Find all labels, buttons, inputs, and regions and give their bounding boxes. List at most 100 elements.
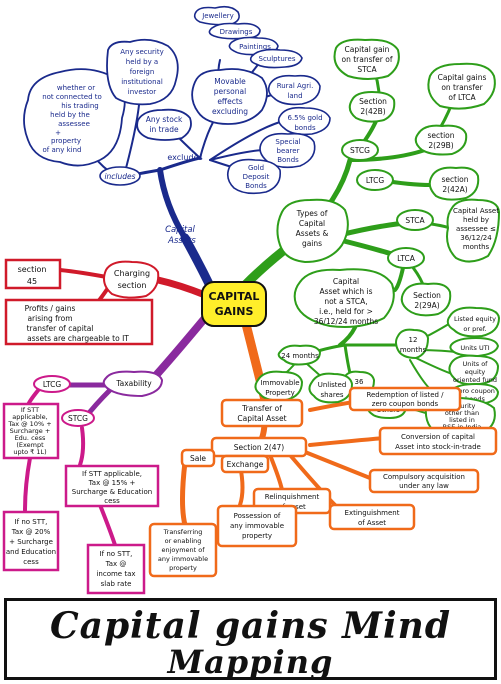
movable-line-4: excluding bbox=[212, 107, 248, 116]
stcg-label: STCG bbox=[350, 146, 370, 155]
profits-node: Profits / gains arising from transfer of… bbox=[4, 298, 154, 346]
purple-ltcg-label: LTCG bbox=[43, 380, 62, 389]
green-branch: Types of Capital Assets & gains Capital … bbox=[254, 38, 501, 437]
held-node: Capital Asset held by assessee ≤ 36/12/2… bbox=[446, 198, 501, 263]
capital-assets-node: Capital Assets bbox=[165, 225, 196, 246]
gain-ltca-node: Capital gains on transfer of LTCA bbox=[427, 62, 496, 110]
m12-node: 12 months bbox=[395, 328, 430, 360]
stcg-nostt-node: If no STT, Tax @ income tax slab rate bbox=[86, 543, 146, 595]
gain-ltca-line-3: of LTCA bbox=[448, 93, 476, 102]
capital-assets-line-2: Assets bbox=[167, 236, 196, 246]
section247-node: Section 2(47) bbox=[210, 436, 308, 458]
exchange-label: Exchange bbox=[227, 460, 264, 469]
sculptures-node: Sculptures bbox=[249, 48, 303, 69]
ltcg-stt-line-5: Edu. cess bbox=[15, 434, 46, 442]
held-line-2: held by bbox=[463, 216, 489, 224]
ltcg-stt-line-3: Tax @ 10% + bbox=[7, 420, 51, 428]
bearer-line-2: bearer bbox=[277, 147, 300, 155]
ltcg-stt-line-7: upto ₹ 1L) bbox=[13, 448, 46, 456]
held-line-1: Capital Asset bbox=[453, 207, 499, 215]
types-line-1: Types of bbox=[296, 209, 328, 218]
security-listed-line-3: listed in bbox=[449, 416, 475, 424]
taxability-label: Taxability bbox=[115, 379, 152, 388]
ltcg-stt-line-2: applicable, bbox=[12, 413, 47, 421]
stcg-stt-line-2: Tax @ 15% + bbox=[88, 479, 136, 487]
uti-label: Units UTI bbox=[460, 344, 489, 352]
gain-ltca-line-1: Capital gains bbox=[438, 73, 487, 82]
units-equity-line-3: oriented fund bbox=[453, 376, 497, 384]
deposit-node: Gold Deposit Bonds bbox=[226, 158, 282, 195]
deposit-line-2: Deposit bbox=[243, 173, 270, 181]
transferring-line-1: Transferring bbox=[163, 528, 203, 536]
orange-branch: Transfer of Capital Asset Section 2(47) … bbox=[148, 386, 498, 578]
taxability-node: Taxability bbox=[102, 370, 164, 398]
listed-equity-line-2: or pref. bbox=[463, 325, 486, 333]
s242a-node: section 2(42A) bbox=[428, 166, 480, 201]
includes-node: includes bbox=[99, 166, 141, 186]
gain-ltca-line-2: on transfer bbox=[441, 83, 483, 92]
title-banner: Capital gains Mind Mapping bbox=[4, 598, 497, 681]
purple-branch: Taxability LTCG STCG If STT applicable, … bbox=[2, 370, 164, 595]
sale-label: Sale bbox=[190, 454, 206, 463]
center-label-word: GAINS bbox=[215, 305, 254, 318]
blue-branch: Capital Assets includes excludes whether… bbox=[23, 5, 331, 246]
possession-node: Possession of any immovable property bbox=[216, 504, 298, 548]
zero-line-1: zero coupon bbox=[455, 387, 495, 395]
unlisted-line-2: shares bbox=[320, 391, 343, 399]
security-node: Any security held by a foreign instituti… bbox=[106, 38, 179, 106]
red-branch: Charging section section 45 Profits / ga… bbox=[4, 258, 160, 346]
s229a-line-1: Section bbox=[413, 291, 441, 300]
ltcg-nostt-line-2: Tax @ 20% bbox=[11, 528, 51, 536]
center-node: CAPITAL GAINS bbox=[201, 281, 267, 327]
gain-stca-line-3: STCA bbox=[357, 65, 377, 74]
security-listed-line-1: Security bbox=[449, 402, 476, 410]
gold-bonds-line-1: 6.5% gold bbox=[287, 114, 322, 122]
bearer-node: Special bearer Bonds bbox=[259, 132, 316, 169]
transfer-line-1: Transfer of bbox=[241, 404, 282, 413]
ltca-node: LTCA bbox=[387, 247, 425, 269]
movable-line-2: personal bbox=[214, 87, 246, 96]
stcg-stt-line-3: Surcharge & Education bbox=[72, 488, 152, 496]
excludes-label: excludes bbox=[167, 153, 202, 162]
extinguishment-node: Extinguishment of Asset bbox=[328, 503, 416, 531]
center-label-word: CAPITAL bbox=[209, 290, 260, 303]
stock-line-1: Any stock bbox=[146, 115, 183, 124]
movable-node: Movable personal effects excluding bbox=[191, 68, 268, 125]
compulsory-node: Compulsory acquisition under any law bbox=[368, 468, 480, 494]
extinguishment-line-2: of Asset bbox=[358, 519, 386, 527]
excludes-node: excludes bbox=[167, 153, 202, 162]
extinguishment-line-1: Extinguishment bbox=[345, 509, 400, 517]
charging-line-2: section bbox=[118, 281, 147, 290]
ltcg-stt-line-1: If STT bbox=[21, 406, 39, 414]
s242b-line-1: Section bbox=[359, 97, 387, 106]
listed-equity-node: Listed equity or pref. bbox=[446, 306, 501, 338]
purple-ltcg-node: LTCG bbox=[33, 375, 71, 393]
profits-line-4: assets are chargeable to IT bbox=[27, 334, 129, 343]
transferring-line-4: any immovable bbox=[158, 555, 208, 563]
immovable-line-2: Property bbox=[265, 389, 295, 397]
s229a-line-2: 2(29A) bbox=[414, 301, 439, 310]
m24-node: 24 months bbox=[277, 344, 322, 366]
ltcg-nostt-node: If no STT, Tax @ 20% + Surcharge and Edu… bbox=[2, 510, 60, 572]
transferring-line-5: property bbox=[169, 564, 197, 572]
held-line-4: 36/12/24 bbox=[460, 234, 492, 242]
drawings-label: Drawings bbox=[220, 28, 253, 36]
ltcg-nostt-line-1: If no STT, bbox=[15, 518, 48, 526]
section45-node: section 45 bbox=[4, 258, 62, 290]
jewellery-label: Jewellery bbox=[201, 12, 234, 20]
jewellery-node: Jewellery bbox=[193, 5, 240, 26]
security-line-3: foreign bbox=[130, 68, 155, 76]
gold-bonds-node: 6.5% gold bonds bbox=[277, 106, 331, 136]
m12-line-1: 12 bbox=[409, 336, 418, 344]
listed-equity-line-1: Listed equity bbox=[454, 315, 496, 323]
property-line-2: not connected to bbox=[42, 93, 102, 101]
section247-label: Section 2(47) bbox=[234, 443, 284, 452]
s242b-line-2: 2(42B) bbox=[360, 107, 385, 116]
m12-line-2: months bbox=[400, 346, 427, 354]
redemption-line-2: zero coupon bonds bbox=[372, 400, 439, 408]
m24-label: 24 months bbox=[281, 352, 319, 360]
ltcg-nostt-line-3: + Surcharge bbox=[9, 538, 53, 546]
stcg-nostt-line-4: slab rate bbox=[101, 580, 132, 588]
title-line-1: Capital gains Mind bbox=[49, 605, 451, 647]
gold-bonds-line-2: bonds bbox=[294, 124, 316, 132]
